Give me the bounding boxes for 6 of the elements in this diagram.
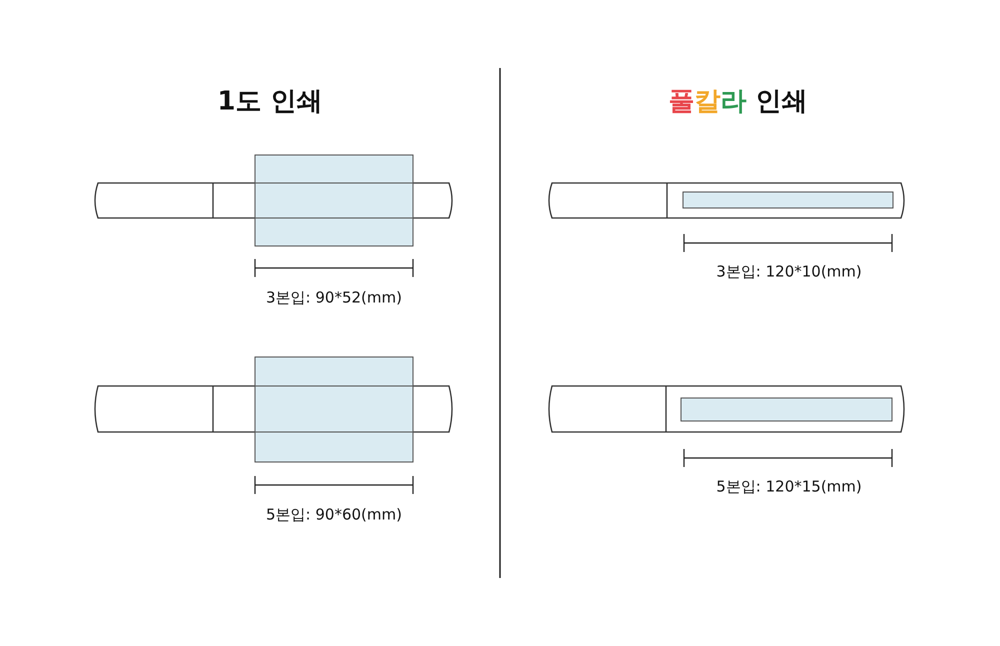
heading: 풀칼라 인쇄 [668,86,808,118]
dimension-label: 3본입: 90*52(mm) [266,288,402,308]
dimension-label: 5본입: 90*60(mm) [266,506,402,524]
dimension-label: 5본입: 120*15(mm) [716,478,862,496]
dimension-label: 3본입: 120*10(mm) [716,262,862,282]
heading: 1도 인쇄 [217,86,323,118]
